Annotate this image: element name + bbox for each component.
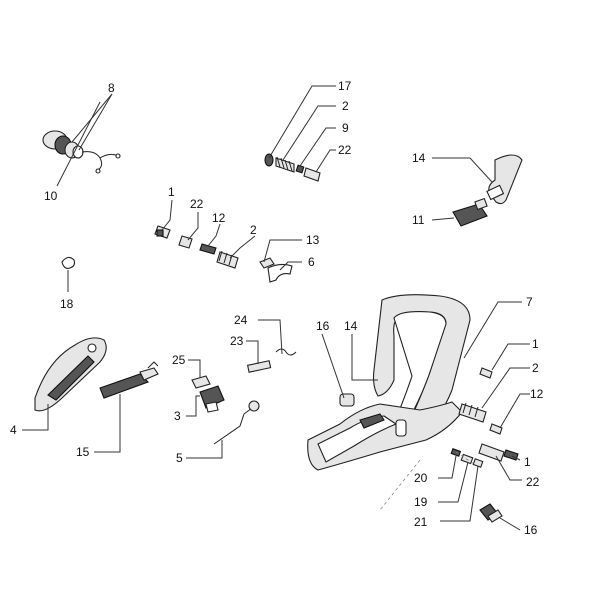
callout-6: 6 xyxy=(308,255,315,269)
top-spring-set xyxy=(264,153,321,182)
callout-1: 1 xyxy=(532,337,539,351)
callout-3: 3 xyxy=(174,409,181,423)
callout-15: 15 xyxy=(76,445,90,459)
callout-25: 25 xyxy=(172,353,186,367)
callout-12: 12 xyxy=(212,211,226,225)
pin-and-spring xyxy=(246,348,297,373)
leader-lines xyxy=(22,85,530,531)
callout-12: 12 xyxy=(530,387,544,401)
damper-plug-right xyxy=(479,503,503,523)
grommet-with-wire xyxy=(42,130,121,174)
callout-22: 22 xyxy=(338,143,352,157)
right-fastener-set xyxy=(458,367,519,462)
callout-20: 20 xyxy=(414,471,428,485)
middle-fastener-set xyxy=(154,225,239,269)
clip xyxy=(61,256,76,269)
bracket-and-screw xyxy=(259,257,293,283)
rear-handle-housing xyxy=(307,294,471,471)
callout-24: 24 xyxy=(234,313,248,327)
callout-2: 2 xyxy=(532,361,539,375)
callout-18: 18 xyxy=(60,297,74,311)
callout-14: 14 xyxy=(412,151,426,165)
callout-2: 2 xyxy=(250,223,257,237)
callout-labels: 8 10 17 2 9 22 14 11 1 22 12 2 13 6 18 7… xyxy=(10,79,544,537)
damper-plug-left xyxy=(339,393,355,407)
callout-22: 22 xyxy=(526,475,540,489)
callout-7: 7 xyxy=(526,295,533,309)
assembly-axis-lines xyxy=(379,451,475,511)
callout-19: 19 xyxy=(414,495,428,509)
callout-17: 17 xyxy=(338,79,352,93)
callout-1: 1 xyxy=(168,185,175,199)
throttle-lever xyxy=(99,361,159,399)
fuel-hose-and-filter xyxy=(452,154,523,227)
callout-4: 4 xyxy=(10,423,17,437)
throttle-rod xyxy=(213,400,260,445)
callout-16: 16 xyxy=(524,523,538,537)
callout-8: 8 xyxy=(108,81,115,95)
callout-23: 23 xyxy=(230,334,244,348)
callout-5: 5 xyxy=(176,451,183,465)
callout-16: 16 xyxy=(316,319,330,333)
callout-2: 2 xyxy=(342,99,349,113)
callout-1: 1 xyxy=(524,455,531,469)
callout-22: 22 xyxy=(190,197,204,211)
stop-switch xyxy=(191,375,225,413)
front-handle xyxy=(34,337,107,412)
callout-21: 21 xyxy=(414,515,428,529)
callout-10: 10 xyxy=(44,189,58,203)
callout-13: 13 xyxy=(306,233,320,247)
callout-14: 14 xyxy=(344,319,358,333)
callout-11: 11 xyxy=(412,213,425,227)
callout-9: 9 xyxy=(342,121,349,135)
